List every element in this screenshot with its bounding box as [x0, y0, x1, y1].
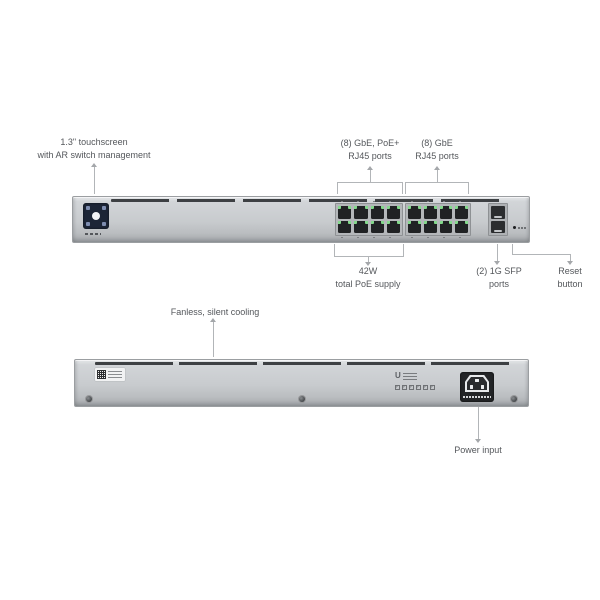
rj45-port — [408, 220, 421, 233]
cert-mark — [402, 385, 407, 390]
certification-marks — [395, 385, 435, 390]
rj45-port — [354, 220, 368, 233]
screen-corner-icon — [86, 222, 90, 226]
info-sticker — [95, 368, 125, 381]
arrowhead — [434, 166, 440, 170]
bracket — [468, 182, 469, 194]
bracket — [402, 182, 403, 194]
c14-socket — [465, 375, 489, 392]
rj45-port — [386, 220, 401, 233]
cert-mark — [416, 385, 421, 390]
vent-slots — [111, 199, 503, 202]
reset-button — [513, 226, 516, 229]
socket-pin — [481, 385, 484, 389]
label-reset-button: Reset button — [557, 266, 583, 289]
bracket — [334, 256, 404, 257]
rj45-port — [423, 206, 437, 219]
screen-corner-icon — [86, 206, 90, 210]
switch-front-panel — [72, 196, 530, 243]
logo-glyph: U — [395, 371, 401, 380]
leader-line — [478, 407, 479, 440]
bracket — [403, 244, 404, 256]
bracket — [337, 182, 338, 194]
rj45-port — [338, 206, 352, 219]
arrowhead — [365, 262, 371, 266]
bracket — [405, 182, 469, 183]
cert-mark — [423, 385, 428, 390]
rj45-port-group-poe — [335, 201, 403, 238]
power-rating-microtext — [463, 396, 491, 398]
vent-slots — [95, 362, 511, 365]
bracket — [405, 182, 406, 194]
arrowhead — [210, 318, 216, 322]
screen-corner-icon — [102, 222, 106, 226]
sfp-cage — [491, 206, 505, 219]
power-inlet — [460, 372, 494, 402]
leader-line — [370, 170, 371, 182]
leader-line — [368, 256, 369, 263]
rj45-port — [338, 220, 352, 233]
rj45-port — [354, 206, 368, 219]
label-power-input: Power input — [454, 445, 502, 455]
rj45-port — [408, 206, 421, 219]
leader-line — [497, 244, 498, 262]
arrowhead — [367, 166, 373, 170]
screen-corner-icon — [102, 206, 106, 210]
socket-pin — [470, 385, 473, 389]
logo-text-lines — [402, 373, 417, 380]
leader-line — [94, 167, 95, 194]
rj45-port-group-gbe — [405, 201, 471, 238]
leader-line — [570, 254, 571, 262]
sfp-cage — [491, 220, 505, 233]
leader-line — [512, 244, 513, 254]
arrowhead — [91, 163, 97, 167]
bracket — [334, 244, 335, 256]
rj45-port — [423, 220, 437, 233]
arrowhead — [494, 261, 500, 265]
leader-line — [213, 322, 214, 357]
bracket — [337, 182, 403, 183]
rj45-port — [370, 206, 385, 219]
leader-line — [512, 254, 570, 255]
sfp-cage-block — [488, 203, 508, 236]
rj45-port — [439, 220, 453, 233]
rj45-port — [386, 206, 401, 219]
label-poe-budget: 42W total PoE supply — [335, 266, 401, 289]
label-poe-ports: (8) GbE, PoE+ RJ45 ports — [340, 138, 400, 161]
label-touchscreen: 1.3" touchscreen with AR switch manageme… — [37, 137, 151, 160]
reset-microtext — [518, 227, 527, 229]
screw — [299, 396, 305, 402]
screen-center-dot — [92, 212, 100, 220]
cert-mark — [395, 385, 400, 390]
touchscreen — [83, 203, 109, 229]
label-sfp-ports: (2) 1G SFP ports — [476, 266, 522, 289]
rj45-port — [370, 220, 385, 233]
rj45-port — [455, 220, 468, 233]
arrowhead — [475, 439, 481, 443]
screen-microtext — [85, 233, 101, 235]
sticker-text — [108, 371, 122, 378]
socket-pin — [475, 379, 479, 382]
qr-code — [97, 370, 106, 379]
arrowhead — [567, 261, 573, 265]
leader-line — [437, 170, 438, 182]
label-fanless: Fanless, silent cooling — [170, 307, 260, 317]
screw — [511, 396, 517, 402]
cert-mark — [430, 385, 435, 390]
switch-back-panel: U — [74, 359, 529, 407]
label-gbe-ports: (8) GbE RJ45 ports — [415, 138, 459, 161]
rj45-port — [455, 206, 468, 219]
cert-mark — [409, 385, 414, 390]
screw — [86, 396, 92, 402]
rj45-port — [439, 206, 453, 219]
ubiquiti-logo: U — [395, 372, 417, 380]
